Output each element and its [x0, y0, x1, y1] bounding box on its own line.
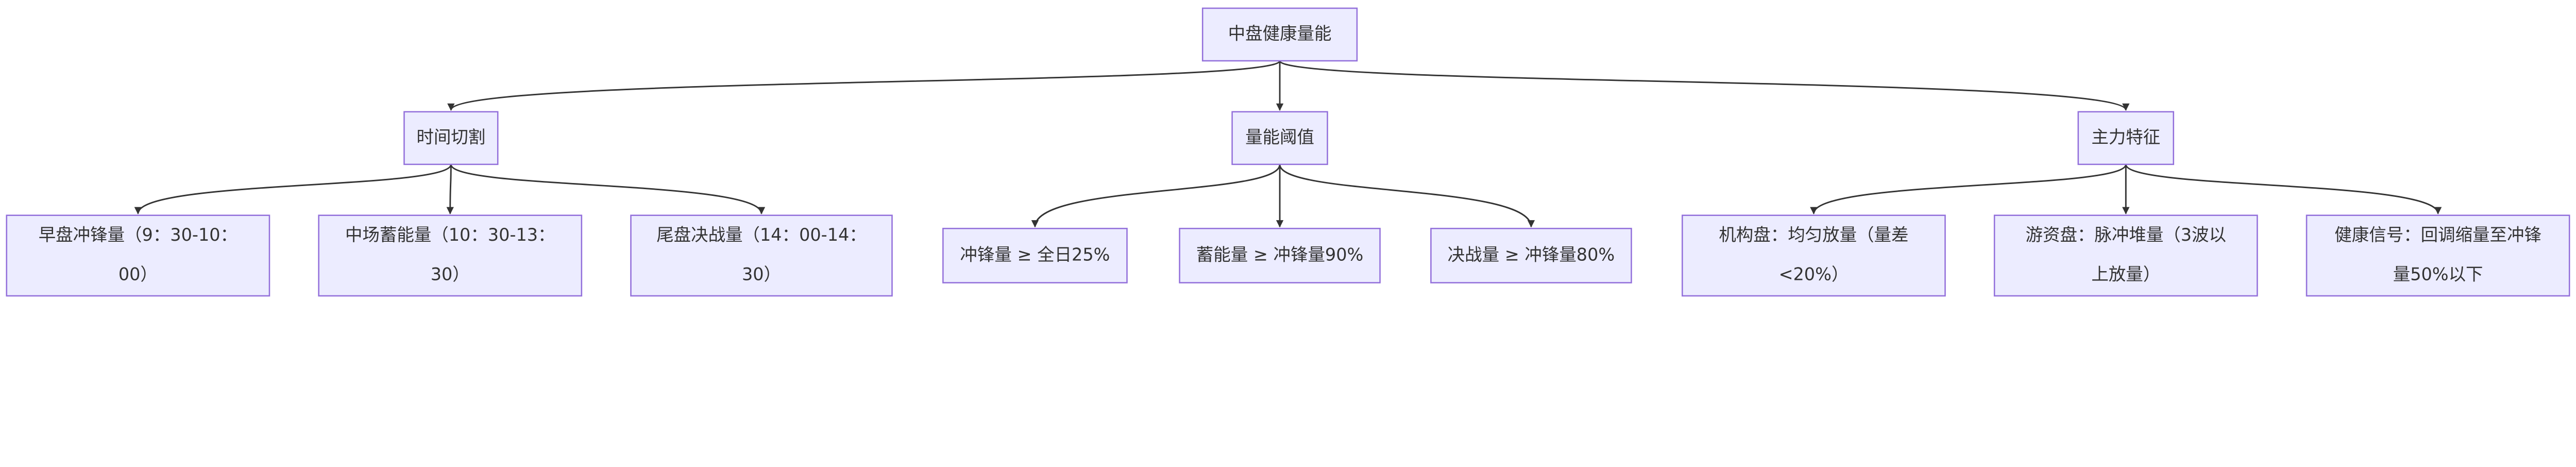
edge-branch-to-leaf [1031, 164, 1281, 228]
node-box [318, 214, 583, 297]
leaf-node[interactable]: 蓄能量 ≥ 冲锋量90% [1179, 227, 1381, 283]
edge-branch-to-leaf [446, 164, 454, 214]
root-node[interactable]: 中盘健康量能 [1201, 7, 1358, 62]
node-label-line: 00） [118, 264, 158, 285]
edge-branch-to-leaf [2125, 164, 2442, 214]
node-box [1179, 227, 1381, 283]
node-box [1993, 214, 2258, 297]
node-box [1201, 7, 1358, 62]
node-label-line: 30） [431, 264, 470, 285]
edge-branch-to-leaf [450, 164, 766, 214]
edge-root-to-branch [1279, 60, 2130, 111]
branch-node[interactable]: 量能阈值 [1231, 111, 1328, 165]
node-box [6, 214, 270, 297]
leaf-node[interactable]: 机构盘：均匀放量（量差 <20%） [1682, 214, 1946, 297]
node-label-line: 量能阈值 [1245, 127, 1314, 147]
leaf-node[interactable]: 冲锋量 ≥ 全日25% [942, 227, 1128, 283]
node-box [2077, 111, 2175, 165]
node-label-line: 中场蓄能量（10：30-13： [345, 225, 555, 245]
node-label-line: 30） [742, 264, 781, 285]
node-label-line: <20%） [1778, 264, 1849, 285]
node-label-line: 尾盘决战量（14：00-14： [656, 225, 867, 245]
node-label-line: 机构盘：均匀放量（量差 [1719, 225, 1908, 245]
edges-layer [134, 60, 2442, 228]
node-label-line: 中盘健康量能 [1228, 23, 1332, 43]
node-box [1231, 111, 1328, 165]
node-label-line: 决战量 ≥ 冲锋量80% [1448, 244, 1615, 264]
node-label-line: 游资盘：脉冲堆量（3波以 [2026, 225, 2226, 245]
leaf-node[interactable]: 尾盘决战量（14：00-14： 30） [630, 214, 893, 297]
node-label-line: 早盘冲锋量（9：30-10： [39, 225, 238, 245]
node-box [1682, 214, 1946, 297]
node-box [403, 111, 499, 165]
node-label-line: 冲锋量 ≥ 全日25% [960, 244, 1110, 264]
node-box [942, 227, 1128, 283]
node-box [2306, 214, 2570, 297]
node-label-line: 量50%以下 [2393, 264, 2483, 285]
node-box [1430, 227, 1632, 283]
node-label-line: 蓄能量 ≥ 冲锋量90% [1196, 244, 1364, 264]
edge-branch-to-leaf [1279, 164, 1535, 228]
edge-branch-to-leaf [1810, 164, 2127, 214]
leaf-node[interactable]: 早盘冲锋量（9：30-10： 00） [6, 214, 270, 297]
branch-node[interactable]: 主力特征 [2077, 111, 2175, 165]
node-label-line: 时间切割 [416, 127, 485, 147]
edge-root-to-branch [447, 60, 1281, 111]
node-box [630, 214, 893, 297]
node-label-line: 健康信号：回调缩量至冲锋 [2334, 225, 2541, 245]
leaf-node[interactable]: 决战量 ≥ 冲锋量80% [1430, 227, 1632, 283]
node-label-line: 主力特征 [2091, 127, 2160, 147]
leaf-node[interactable]: 中场蓄能量（10：30-13： 30） [318, 214, 583, 297]
edge-branch-to-leaf [134, 164, 452, 214]
node-label-line: 上放量） [2091, 264, 2160, 285]
branch-node[interactable]: 时间切割 [403, 111, 499, 165]
